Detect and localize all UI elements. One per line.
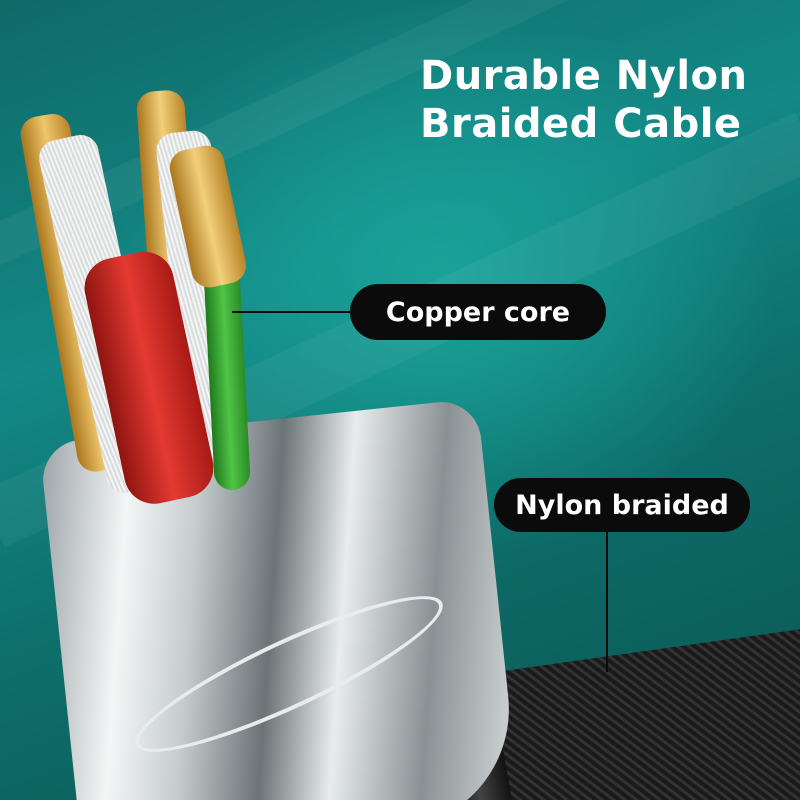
headline-line-1: Durable Nylon <box>420 53 748 99</box>
copper-core-leader-line <box>232 311 352 313</box>
headline: Durable Nylon Braided Cable <box>420 52 780 148</box>
nylon-braided-text: Nylon braided <box>515 489 729 521</box>
nylon-braided-leader-line <box>606 532 608 672</box>
headline-line-2: Braided Cable <box>420 101 742 147</box>
copper-core-label: Copper core <box>350 284 606 340</box>
nylon-braided-label: Nylon braided <box>494 478 750 532</box>
copper-core-text: Copper core <box>385 296 571 328</box>
